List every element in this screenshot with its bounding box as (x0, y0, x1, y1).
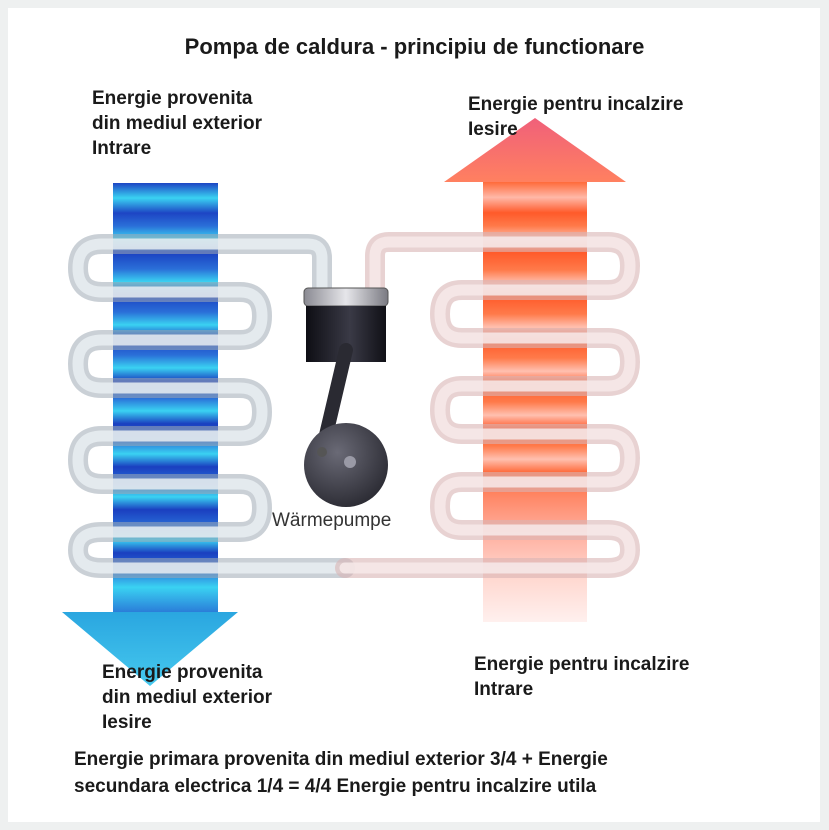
condenser-coil (335, 232, 640, 578)
label-cold-in: Energie provenita din mediul exterior In… (92, 88, 262, 159)
label-heat-in: Energie pentru incalzire Intrare (474, 654, 690, 700)
compressor (303, 287, 389, 507)
hot-energy-arrow (444, 118, 626, 622)
footer-line-1: Energie primara provenita din mediul ext… (74, 749, 608, 770)
label-cold-out: Energie provenita din mediul exterior Ie… (102, 662, 272, 733)
evaporator-coil (68, 234, 355, 578)
footer-text: Energie primara provenita din mediul ext… (74, 746, 814, 800)
footer-line-2: secundara electrica 1/4 = 4/4 Energie pe… (74, 776, 597, 797)
label-pump: Wärmepumpe (272, 510, 392, 531)
diagram-title: Pompa de caldura - principiu de function… (184, 34, 645, 59)
label-heat-out: Energie pentru incalzire Iesire (468, 94, 684, 140)
